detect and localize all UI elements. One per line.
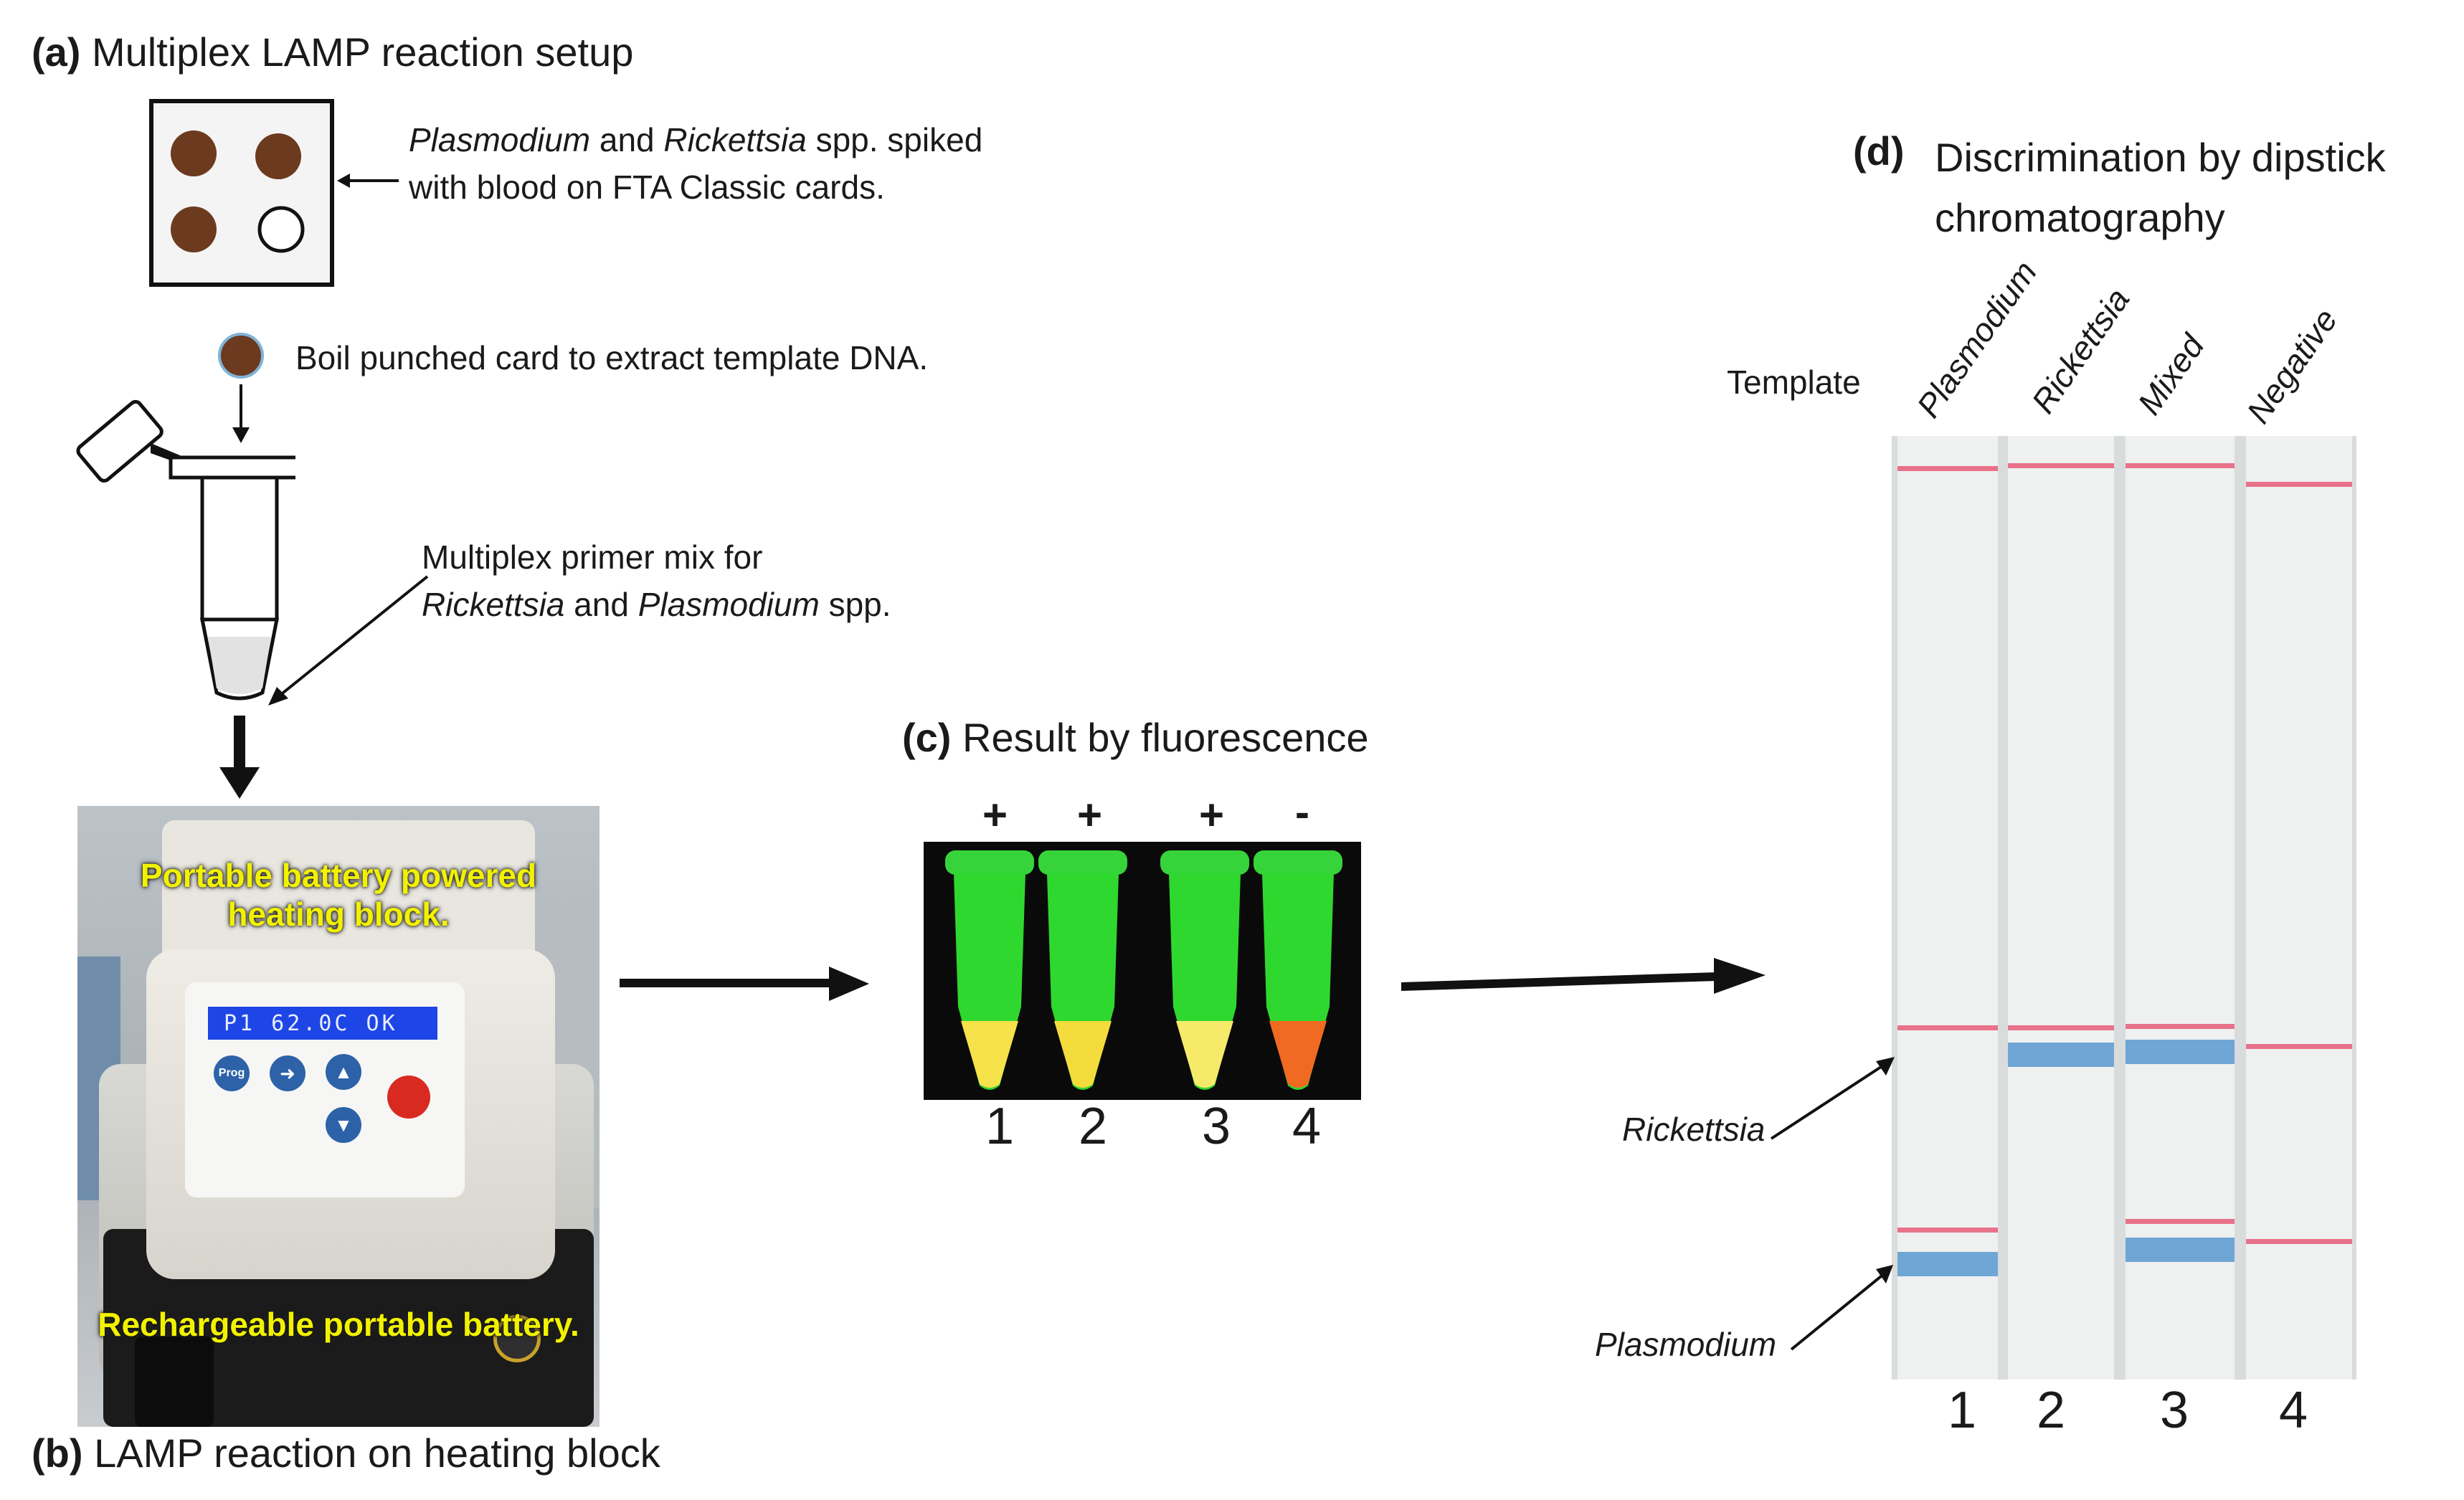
heating-block-photo: P1 62.0C OK Prog ➜ ▲ ▼ Portable battery …	[77, 806, 600, 1427]
control-line	[2246, 482, 2352, 487]
panel-d-title: Discrimination by dipstick chromatograph…	[1935, 135, 2386, 240]
panel-a-heading: (a) Multiplex LAMP reaction setup	[32, 29, 633, 75]
strip-number-2: 2	[2037, 1382, 2066, 1439]
power-button-icon	[387, 1076, 430, 1119]
arrow-left-icon	[337, 174, 399, 188]
arrow-right-icon	[620, 967, 869, 1001]
card-note: Plasmodium and Rickettsia spp. spiked wi…	[409, 121, 983, 206]
blood-spot	[171, 130, 217, 176]
sign-1: +	[982, 791, 1008, 839]
column-label-mixed: Mixed	[2130, 328, 2212, 422]
panel-a-title: Multiplex LAMP reaction setup	[92, 29, 634, 75]
fluorescent-tube-4	[1254, 850, 1342, 1090]
control-line	[2126, 1024, 2235, 1029]
prog-button: Prog	[214, 1055, 250, 1091]
fluorescence-photo	[924, 842, 1361, 1100]
strip-number-3: 3	[2160, 1382, 2189, 1439]
arrow-down-icon: ▼	[326, 1107, 361, 1143]
panel-c-heading: (c) Result by fluorescence	[902, 715, 1369, 760]
panel-a-tag: (a)	[32, 29, 81, 75]
control-line	[1897, 1025, 1998, 1030]
template-label: Template	[1727, 364, 1861, 401]
battery-caption: Rechargeable portable battery.	[98, 1306, 579, 1343]
arrow-down-icon	[219, 716, 260, 799]
pointer-arrow-icon	[1790, 1265, 1893, 1351]
arrow-up-icon: ▲	[326, 1054, 361, 1090]
pointer-arrow-icon	[1770, 1057, 1895, 1140]
sign-3: +	[1199, 791, 1225, 839]
dipstick-photo	[1892, 436, 2356, 1380]
tube-number-4: 4	[1292, 1098, 1322, 1155]
dipstick-strip-4	[2246, 436, 2352, 1380]
control-line	[1897, 466, 1998, 471]
sign-4: -	[1295, 788, 1309, 836]
strip-number-4: 4	[2279, 1382, 2308, 1439]
dipstick-strip-2	[2008, 436, 2114, 1380]
dipstick-strip-3	[2126, 436, 2235, 1380]
pcr-tube-icon	[76, 399, 295, 701]
heating-block-caption: Portable battery powered heating block.	[140, 857, 537, 933]
boil-note: Boil punched card to extract template DN…	[295, 339, 929, 376]
tube-number-1: 1	[985, 1098, 1015, 1155]
control-line	[2126, 463, 2235, 468]
test-band	[1897, 1252, 1998, 1276]
fta-card	[149, 99, 334, 287]
primer-note: Multiplex primer mix for Rickettsia and …	[422, 538, 891, 623]
tube-number-2: 2	[1079, 1098, 1108, 1155]
test-band	[2126, 1238, 2235, 1262]
control-line	[1897, 1228, 1998, 1233]
panel-d-heading: (d)	[1853, 128, 1905, 174]
test-band	[2008, 1043, 2114, 1067]
sign-2: +	[1077, 791, 1103, 839]
strip-number-1: 1	[1948, 1382, 1977, 1439]
empty-spot	[257, 206, 305, 253]
fluorescent-tube-3	[1160, 850, 1249, 1090]
fluorescent-tube-1	[945, 850, 1034, 1090]
control-line	[2126, 1219, 2235, 1224]
control-line	[2246, 1239, 2352, 1244]
rickettsia-label: Rickettsia	[1622, 1111, 1766, 1148]
dipstick-strip-1	[1897, 436, 1998, 1380]
panel-b-heading: (b) LAMP reaction on heating block	[32, 1430, 660, 1476]
plasmodium-label: Plasmodium	[1595, 1326, 1777, 1363]
punched-disc	[218, 333, 264, 443]
column-label-negative: Negative	[2239, 301, 2345, 430]
control-line	[2008, 1025, 2114, 1030]
control-line	[2008, 463, 2114, 468]
tube-number-3: 3	[1202, 1098, 1231, 1155]
arrow-right-icon	[1401, 958, 1766, 994]
test-band	[2126, 1040, 2235, 1064]
arrow-right-icon: ➜	[270, 1055, 305, 1091]
pointer-arrow-icon	[268, 575, 429, 706]
control-line	[2246, 1044, 2352, 1049]
lcd-display: P1 62.0C OK	[208, 1007, 437, 1040]
blood-spot	[255, 133, 301, 179]
fluorescent-tube-2	[1038, 850, 1127, 1090]
blood-spot	[171, 207, 217, 252]
column-label-rickettsia: Rickettsia	[2024, 281, 2137, 420]
